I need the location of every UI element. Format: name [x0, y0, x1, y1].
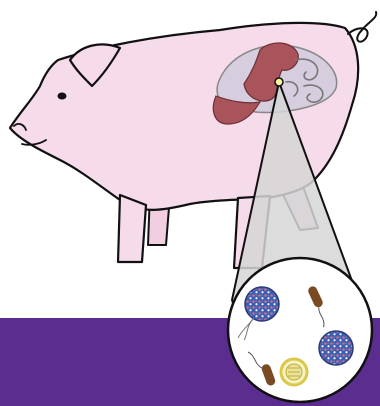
virus-particle-icon — [319, 331, 353, 365]
virus-particle-icon — [245, 287, 279, 321]
bacteriophage-icon — [281, 359, 307, 385]
pig-front-leg — [118, 195, 146, 262]
pig-eye — [58, 93, 67, 100]
magnifier-focus-point — [275, 78, 283, 86]
